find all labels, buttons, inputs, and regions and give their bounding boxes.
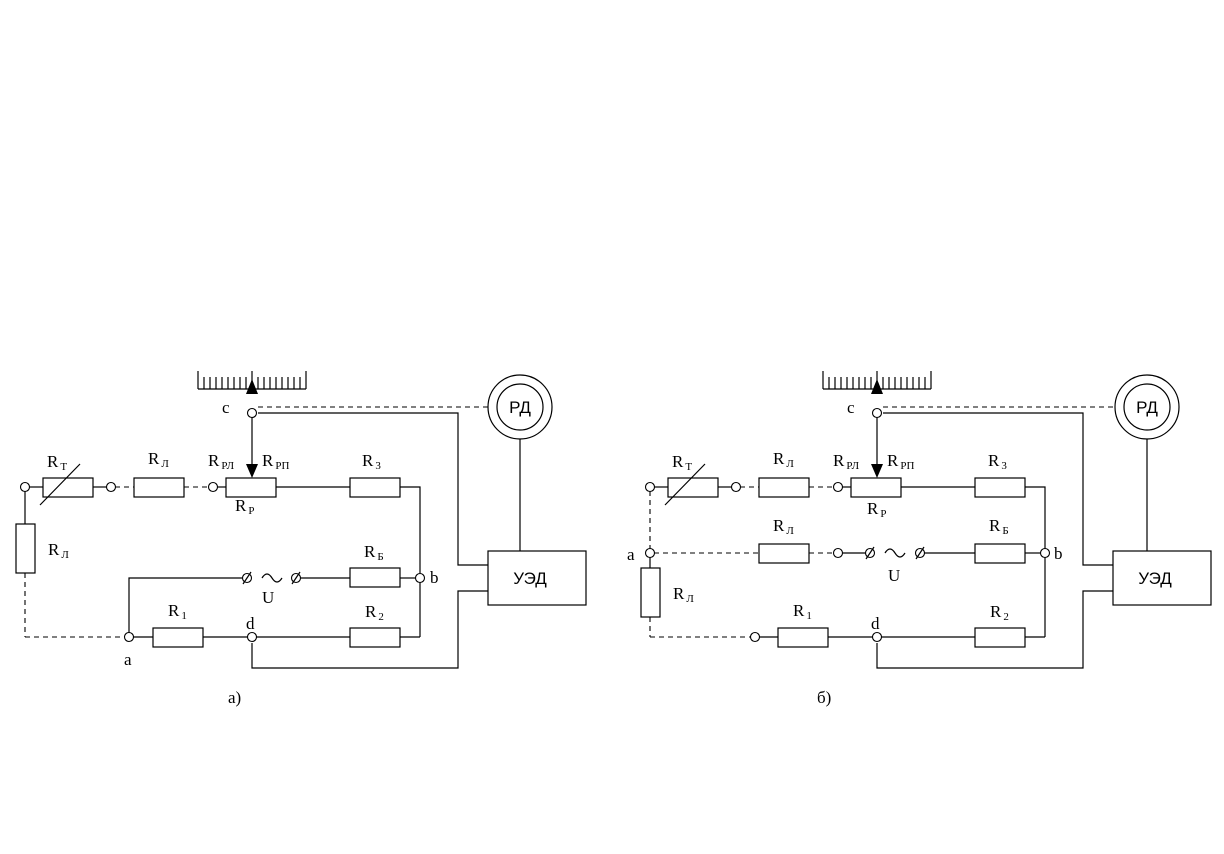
- resistor-r1-b: [777, 627, 829, 648]
- ued-label-a: УЭД: [513, 569, 547, 588]
- motor-rd-a: РД: [487, 374, 553, 440]
- resistor-r2-a: [349, 627, 401, 648]
- node-c-label-a: c: [222, 398, 230, 417]
- node-d-b: [871, 631, 883, 643]
- pointer-arrow-up-a: [246, 379, 258, 394]
- node-c-b: [871, 407, 883, 419]
- pointer-arrow-down-b: [871, 464, 883, 478]
- resistor-rp-a: [225, 477, 277, 498]
- caption-b: б): [817, 688, 831, 707]
- node-b-a: [414, 572, 426, 584]
- resistor-rp-b: [850, 477, 902, 498]
- resistor-rb-b: [974, 543, 1026, 564]
- node-a-label-b: a: [627, 545, 635, 564]
- resistor-r3-b: [974, 477, 1026, 498]
- pointer-arrow-down-a: [246, 464, 258, 478]
- node-c-label-b: c: [847, 398, 855, 417]
- rd-label-b: РД: [1136, 398, 1158, 417]
- resistor-rl-mid-b: [758, 543, 810, 564]
- diagram-b: РД УЭД c: [627, 371, 1212, 707]
- caption-a: a): [228, 688, 241, 707]
- node-b-b: [1039, 547, 1051, 559]
- label-u-b: U: [888, 566, 900, 585]
- ued-label-b: УЭД: [1138, 569, 1172, 588]
- label-u-a: U: [262, 588, 274, 607]
- node-d-a: [246, 631, 258, 643]
- diagram-a: РД УЭД c: [15, 371, 587, 707]
- ued-box-a: [487, 550, 587, 606]
- node-b-label-b: b: [1054, 544, 1063, 563]
- resistor-rb-a: [349, 567, 401, 588]
- resistor-r1-a: [152, 627, 204, 648]
- pointer-arrow-up-b: [871, 379, 883, 394]
- node-d-label-a: d: [246, 614, 255, 633]
- ued-box-b: [1112, 550, 1212, 606]
- resistor-rl-top-a: [133, 477, 185, 498]
- rd-label-a: РД: [509, 398, 531, 417]
- node-a-a: [123, 631, 135, 643]
- resistor-rl-vertical-b: [640, 567, 661, 618]
- node-a-b: [644, 547, 656, 559]
- motor-rd-b: РД: [1114, 374, 1180, 440]
- resistor-rl-vertical-a: [15, 523, 36, 574]
- resistor-r3-a: [349, 477, 401, 498]
- node-c-a: [246, 407, 258, 419]
- node-d-label-b: d: [871, 614, 880, 633]
- resistor-r2-b: [974, 627, 1026, 648]
- node-a-label-a: a: [124, 650, 132, 669]
- node-b-label-a: b: [430, 568, 439, 587]
- resistor-rl-top-b: [758, 477, 810, 498]
